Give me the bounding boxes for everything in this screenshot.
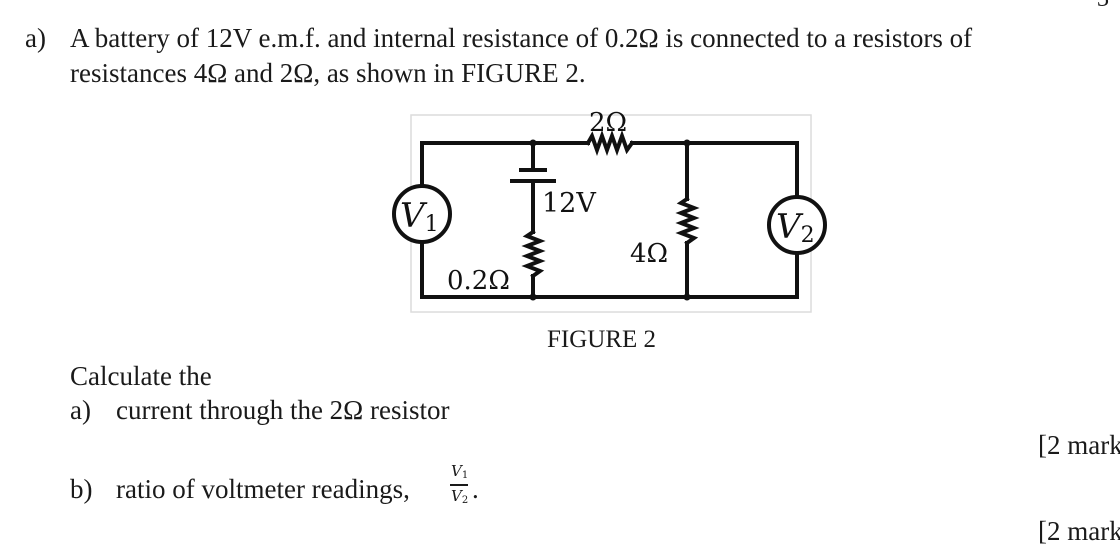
question-label: a) [25,23,46,53]
question-line-1: A battery of 12V e.m.f. and internal res… [70,23,973,53]
label-0-2ohm: 0.2Ω [447,266,510,296]
task-a-label: a) [70,395,91,425]
task-b-text: ratio of voltmeter readings, [116,474,410,504]
tasks-intro: Calculate the [70,361,212,391]
task-b-label: b) [70,474,93,504]
junction-dot [529,139,537,147]
junction-dot [529,293,537,301]
label-12v: 12V [542,188,596,219]
resistor-2ohm [585,130,635,156]
page-number: 3 [1097,0,1109,13]
voltmeter-2-label: V2 [776,207,815,248]
junction-dot [683,293,691,301]
task-a-text: current through the 2Ω resistor [116,395,450,425]
voltmeter-1 [392,184,452,244]
task-b-end: . [472,474,479,504]
voltmeter-ratio-fraction: V1 V2 [450,462,470,512]
task-a-marks: [2 mark [1038,430,1120,460]
question-line-2: resistances 4Ω and 2Ω, as shown in FIGUR… [70,58,586,88]
junction-dot [683,139,691,147]
figure-caption: FIGURE 2 [547,326,657,353]
label-4ohm: 4Ω [630,239,668,269]
circuit-diagram: V1 V2 2Ω 12V 0.2Ω 4Ω [392,108,827,313]
voltmeter-1-label: V1 [400,196,439,237]
label-2ohm: 2Ω [589,108,627,138]
fraction-numerator: V1 [451,462,469,481]
task-b-marks: [2 mark [1038,516,1120,546]
fraction-bar [450,484,468,486]
fraction-denominator: V2 [451,487,469,506]
resistor-0-2ohm [521,229,546,279]
voltmeter-2 [767,195,827,255]
resistor-4ohm [675,196,700,246]
